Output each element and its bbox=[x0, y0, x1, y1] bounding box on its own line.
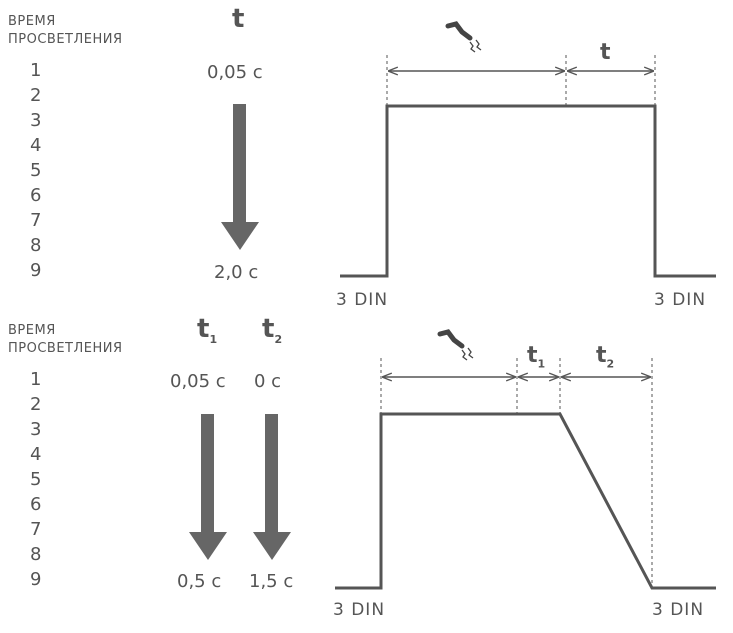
bottom-t1-down-arrow bbox=[189, 414, 227, 560]
top-din-right: 3 DIN bbox=[654, 290, 707, 310]
top-dashed-guides bbox=[386, 55, 656, 106]
top-level-6: 6 bbox=[30, 185, 42, 206]
top-level-8: 8 bbox=[30, 235, 42, 256]
top-level-3: 3 bbox=[30, 110, 42, 131]
bottom-level-8: 8 bbox=[30, 544, 42, 565]
top-level-5: 5 bbox=[30, 160, 42, 181]
top-label-line1: ВРЕМЯ bbox=[8, 14, 56, 29]
bottom-t2-value-start: 0 с bbox=[254, 371, 282, 392]
top-level-4: 4 bbox=[30, 135, 42, 156]
bottom-label-line2: ПРОСВЕТЛЕНИЯ bbox=[8, 341, 123, 356]
top-value-start: 0,05 с bbox=[207, 62, 263, 83]
top-waveform bbox=[340, 104, 716, 278]
bottom-level-7: 7 bbox=[30, 519, 42, 540]
bottom-t1-header: t1 bbox=[197, 314, 218, 347]
top-level-2: 2 bbox=[30, 85, 42, 106]
top-label-line2: ПРОСВЕТЛЕНИЯ bbox=[8, 32, 123, 47]
bottom-din-right: 3 DIN bbox=[652, 600, 705, 620]
top-level-7: 7 bbox=[30, 210, 42, 231]
bottom-label-line1: ВРЕМЯ bbox=[8, 323, 56, 338]
bottom-level-4: 4 bbox=[30, 444, 42, 465]
bottom-dashed-guides bbox=[380, 358, 653, 588]
top-din-left: 3 DIN bbox=[336, 290, 389, 310]
bottom-t2-down-arrow bbox=[253, 414, 291, 560]
bottom-din-left: 3 DIN bbox=[333, 600, 386, 620]
bottom-t1-value-start: 0,05 с bbox=[170, 371, 226, 392]
bottom-t1-value-end: 0,5 с bbox=[177, 571, 222, 592]
bottom-waveform bbox=[335, 412, 716, 590]
bottom-level-3: 3 bbox=[30, 419, 42, 440]
top-t-header: t bbox=[232, 4, 245, 34]
top-value-end: 2,0 с bbox=[214, 262, 259, 283]
top-t-label: t bbox=[600, 40, 611, 65]
bottom-t2-value-end: 1,5 с bbox=[249, 571, 294, 592]
bottom-level-9: 9 bbox=[30, 569, 42, 590]
top-down-arrow bbox=[221, 104, 259, 250]
bottom-level-2: 2 bbox=[30, 394, 42, 415]
bottom-t2-label: t2 bbox=[596, 343, 615, 371]
bottom-level-6: 6 bbox=[30, 494, 42, 515]
bottom-t2-header: t2 bbox=[262, 314, 283, 347]
bottom-level-1: 1 bbox=[30, 369, 42, 390]
welding-torch-icon bbox=[445, 21, 482, 53]
top-level-1: 1 bbox=[30, 60, 42, 81]
welding-torch-icon bbox=[437, 329, 474, 361]
top-level-9: 9 bbox=[30, 260, 42, 281]
bottom-t1-label: t1 bbox=[527, 343, 546, 371]
bottom-level-5: 5 bbox=[30, 469, 42, 490]
